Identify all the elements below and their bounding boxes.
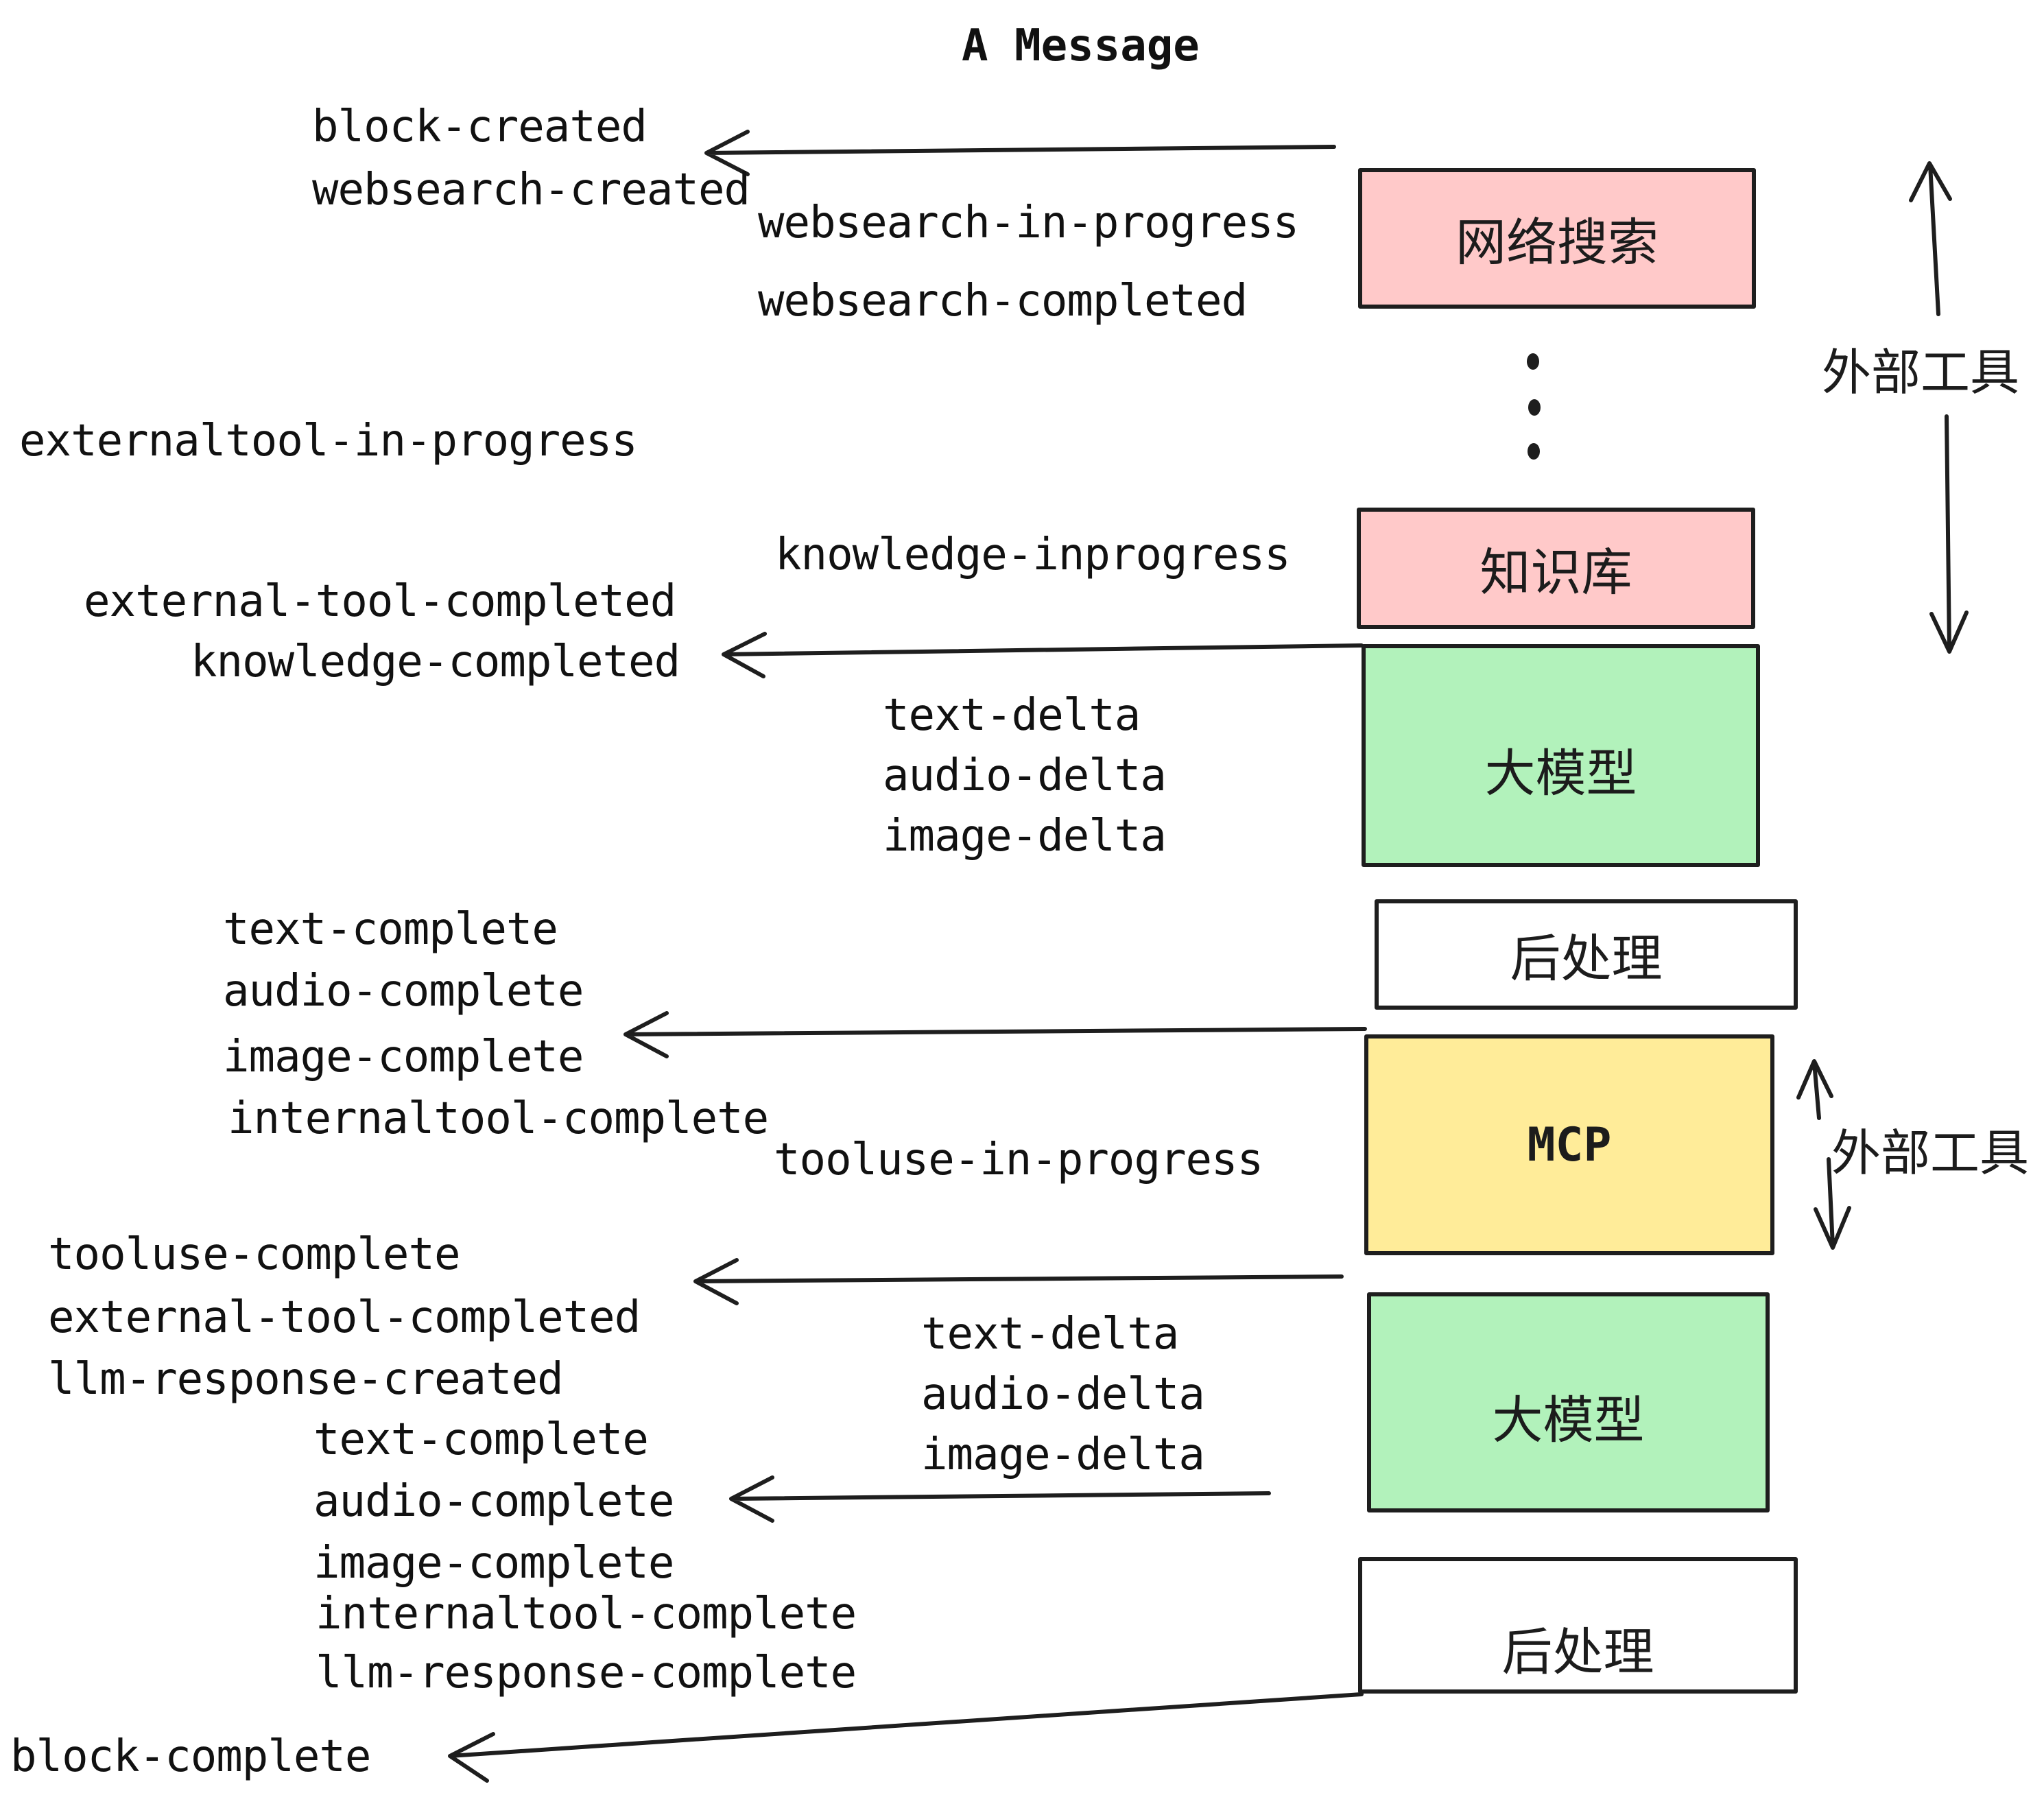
event-internaltool-complete-1: internaltool-complete <box>228 1093 769 1144</box>
side-label-external-tools-2: 外部工具 <box>1831 1126 2030 1181</box>
event-image-delta-2: image-delta <box>921 1429 1205 1480</box>
arrow-block-complete <box>448 1692 1364 1783</box>
event-knowledge-completed: knowledge-completed <box>191 637 680 687</box>
vertical-ellipsis-icon <box>1527 353 1541 460</box>
box-websearch: 网络搜索 <box>1358 168 1756 309</box>
box-postprocess-2: 后处理 <box>1358 1557 1798 1694</box>
page-title: A Message <box>962 21 1200 71</box>
arrow-knowledge-completed <box>722 632 1364 678</box>
box-postprocess-2-label: 后处理 <box>1501 1624 1654 1681</box>
box-knowledge: 知识库 <box>1357 508 1755 629</box>
box-knowledge-label: 知识库 <box>1479 544 1632 601</box>
box-mcp: MCP <box>1364 1034 1774 1255</box>
event-websearch-created: websearch-created <box>312 165 750 215</box>
event-text-complete-1: text-complete <box>223 904 558 955</box>
event-audio-complete-2: audio-complete <box>313 1476 674 1527</box>
event-websearch-in-progress: websearch-in-progress <box>758 198 1299 248</box>
arrow-block-created <box>704 130 1336 176</box>
event-audio-delta-2: audio-delta <box>921 1369 1205 1420</box>
event-text-delta-1: text-delta <box>883 690 1141 741</box>
arrow-audio-complete <box>729 1475 1271 1523</box>
event-knowledge-inprogress: knowledge-inprogress <box>775 530 1291 580</box>
box-llm-1: 大模型 <box>1362 644 1760 867</box>
event-audio-delta-1: audio-delta <box>883 750 1167 801</box>
event-image-complete-1: image-complete <box>223 1032 584 1082</box>
event-text-complete-2: text-complete <box>313 1414 649 1465</box>
arrow-image-complete <box>623 1011 1367 1058</box>
event-tooluse-complete: tooluse-complete <box>48 1229 460 1280</box>
event-external-tool-completed-2: external-tool-completed <box>48 1292 641 1343</box>
event-block-complete: block-complete <box>10 1731 371 1782</box>
box-postprocess-1-label: 后处理 <box>1510 930 1663 987</box>
double-arrow-up-external-tools-2 <box>1796 1059 1833 1120</box>
event-llm-response-complete: llm-response-complete <box>316 1648 857 1698</box>
event-externaltool-in-progress: externaltool-in-progress <box>19 416 638 466</box>
event-audio-complete-1: audio-complete <box>223 966 584 1017</box>
arrow-tooluse-complete <box>693 1258 1344 1305</box>
double-arrow-up-external-tools-1 <box>1909 161 1952 316</box>
event-text-delta-2: text-delta <box>921 1309 1179 1360</box>
side-label-external-tools-1: 外部工具 <box>1822 346 2020 401</box>
box-postprocess-1: 后处理 <box>1375 899 1798 1010</box>
event-llm-response-created: llm-response-created <box>48 1354 564 1405</box>
event-internaltool-complete-2: internaltool-complete <box>316 1589 857 1639</box>
event-external-tool-completed-1: external-tool-completed <box>84 576 676 627</box>
event-image-delta-1: image-delta <box>883 811 1167 862</box>
box-llm-1-label: 大模型 <box>1484 745 1637 802</box>
box-llm-2: 大模型 <box>1367 1292 1770 1512</box>
event-websearch-completed: websearch-completed <box>758 276 1248 327</box>
event-tooluse-in-progress: tooluse-in-progress <box>774 1135 1263 1185</box>
box-llm-2-label: 大模型 <box>1492 1392 1645 1449</box>
event-block-created: block-created <box>312 102 647 152</box>
event-image-complete-2: image-complete <box>313 1538 674 1589</box>
box-mcp-label: MCP <box>1527 1117 1612 1172</box>
double-arrow-down-external-tools-1 <box>1929 414 1969 654</box>
box-websearch-label: 网络搜索 <box>1455 214 1659 271</box>
